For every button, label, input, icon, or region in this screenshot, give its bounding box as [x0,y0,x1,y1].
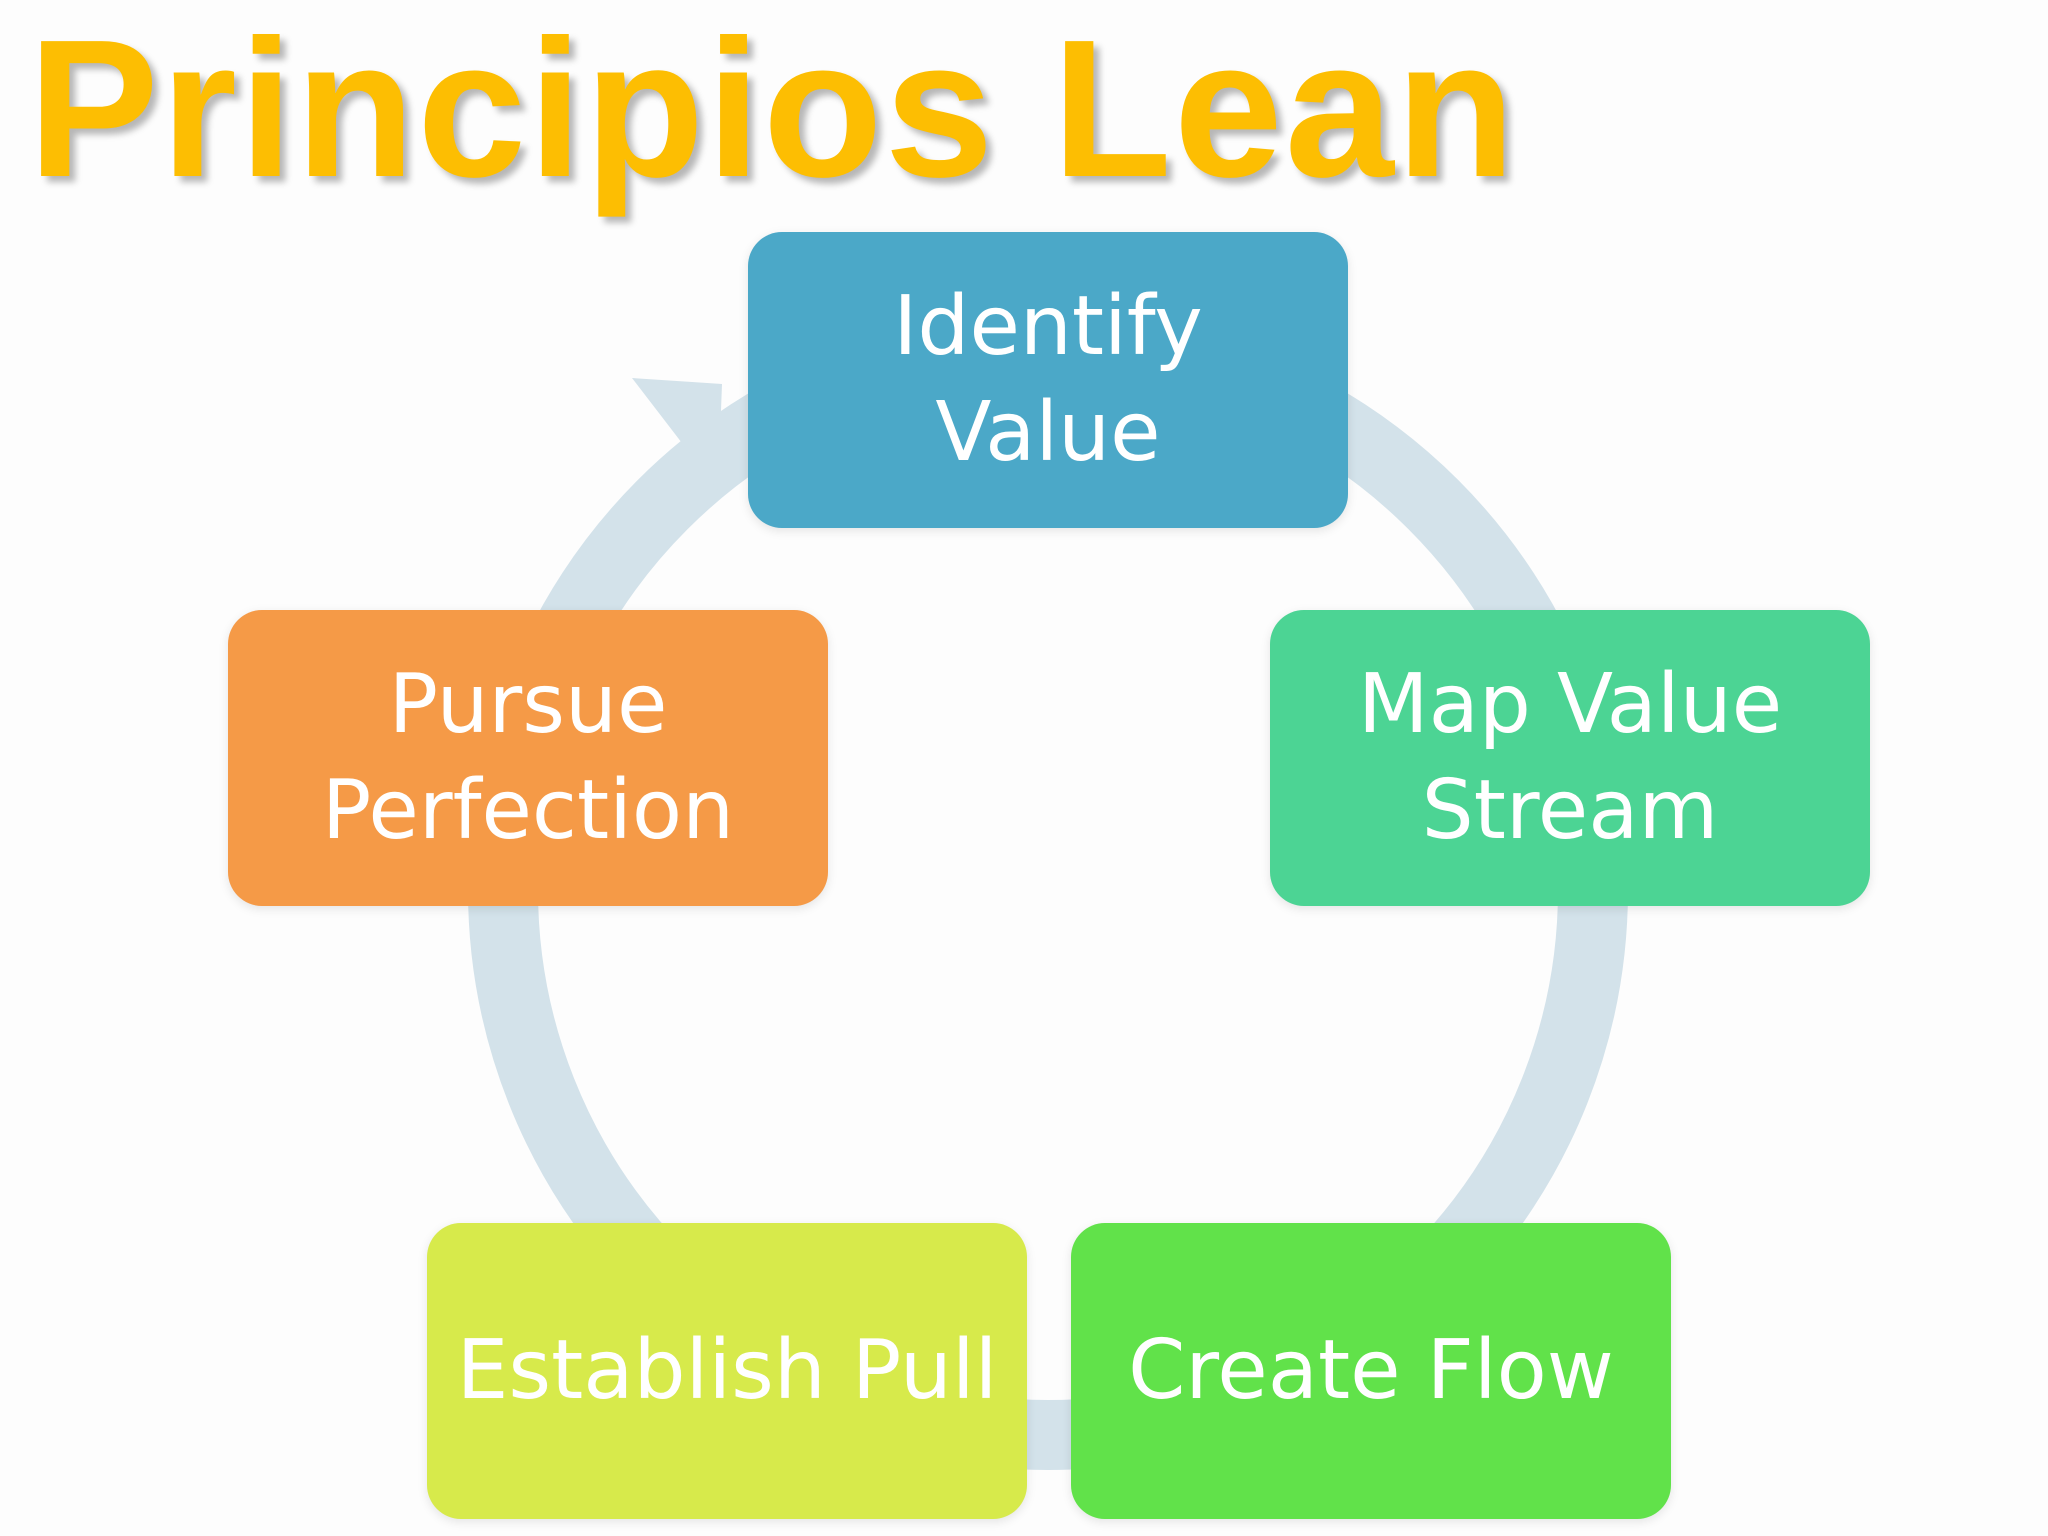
step-label-line: Identify [893,279,1203,374]
cycle-connector-bottom [1030,1400,1066,1464]
step-label-line: Map Value [1357,657,1783,752]
step-map-value-stream: Map Value Stream [1270,610,1870,906]
slide-title: Principios Lean [28,0,1518,218]
step-label-line: Stream [1421,763,1719,858]
step-pursue-perfection: Pursue Perfection [228,610,828,906]
cycle-arrowhead [632,378,722,490]
step-label-line: Perfection [321,763,735,858]
step-label-line: Value [935,385,1161,480]
step-establish-pull: Establish Pull [427,1223,1027,1519]
step-label-line: Pursue [388,657,668,752]
step-identify-value: Identify Value [748,232,1348,528]
step-label-line: Create Flow [1128,1323,1614,1418]
step-create-flow: Create Flow [1071,1223,1671,1519]
step-label-line: Establish Pull [456,1323,998,1418]
